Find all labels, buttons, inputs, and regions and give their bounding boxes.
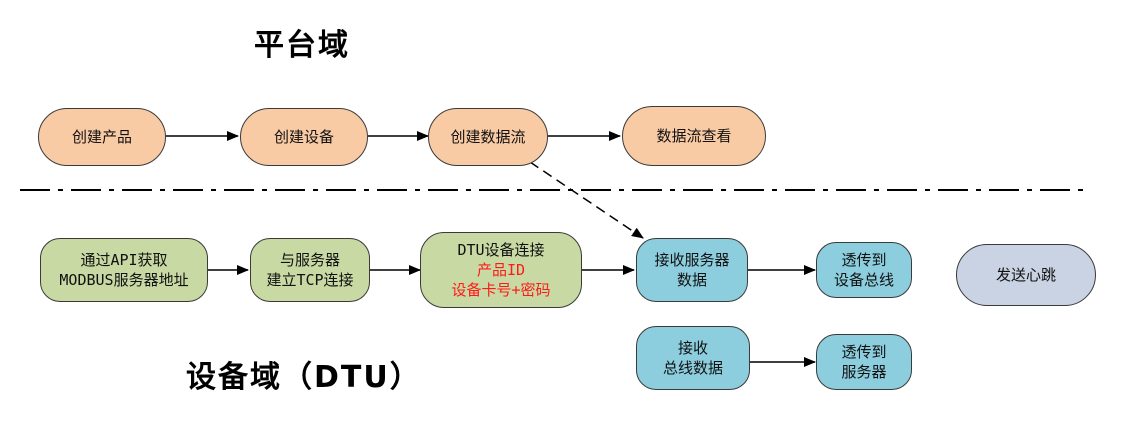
node-create-product-label: 创建产品 bbox=[71, 128, 132, 146]
arrow-datastream-to-recv-server bbox=[529, 161, 644, 239]
device-domain-title: 设备域（DTU） bbox=[186, 360, 422, 395]
node-dtu-connect-product-id: 产品ID bbox=[476, 261, 526, 279]
node-create-datastream: 创建数据流 bbox=[428, 108, 548, 166]
node-pass-to-bus-line2: 设备总线 bbox=[833, 271, 894, 289]
node-create-product: 创建产品 bbox=[38, 108, 166, 166]
node-dtu-connect-line1: DTU设备连接 bbox=[457, 241, 545, 259]
node-pass-to-bus: 透传到 设备总线 bbox=[816, 242, 912, 298]
node-create-device-label: 创建设备 bbox=[273, 128, 334, 146]
node-recv-server-data: 接收服务器 数据 bbox=[636, 238, 748, 302]
node-get-modbus-address-line2: MODBUS服务器地址 bbox=[59, 271, 189, 289]
node-tcp-connect: 与服务器 建立TCP连接 bbox=[250, 238, 370, 302]
node-pass-to-server: 透传到 服务器 bbox=[816, 334, 912, 390]
node-send-heartbeat: 发送心跳 bbox=[956, 244, 1096, 306]
node-create-device: 创建设备 bbox=[240, 108, 368, 166]
node-view-datastream: 数据流查看 bbox=[622, 106, 766, 166]
node-recv-server-data-line1: 接收服务器 bbox=[654, 251, 730, 269]
node-tcp-connect-line1: 与服务器 bbox=[279, 251, 340, 269]
node-pass-to-server-line1: 透传到 bbox=[841, 343, 887, 361]
node-create-datastream-label: 创建数据流 bbox=[450, 128, 526, 146]
node-send-heartbeat-label: 发送心跳 bbox=[995, 266, 1056, 284]
node-recv-bus-data-line2: 总线数据 bbox=[662, 359, 723, 377]
platform-domain-title: 平台域 bbox=[254, 28, 350, 63]
node-recv-server-data-line2: 数据 bbox=[676, 271, 707, 289]
node-pass-to-bus-line1: 透传到 bbox=[841, 251, 887, 269]
node-tcp-connect-line2: 建立TCP连接 bbox=[266, 271, 354, 289]
node-dtu-connect: DTU设备连接 产品ID 设备卡号+密码 bbox=[420, 232, 582, 308]
node-get-modbus-address: 通过API获取 MODBUS服务器地址 bbox=[40, 238, 208, 302]
node-recv-bus-data-line1: 接收 bbox=[677, 339, 708, 357]
node-pass-to-server-line2: 服务器 bbox=[841, 363, 887, 381]
node-dtu-connect-card-password: 设备卡号+密码 bbox=[451, 281, 551, 299]
node-view-datastream-label: 数据流查看 bbox=[656, 127, 732, 145]
node-recv-bus-data: 接收 总线数据 bbox=[636, 326, 750, 390]
node-get-modbus-address-line1: 通过API获取 bbox=[80, 251, 168, 269]
